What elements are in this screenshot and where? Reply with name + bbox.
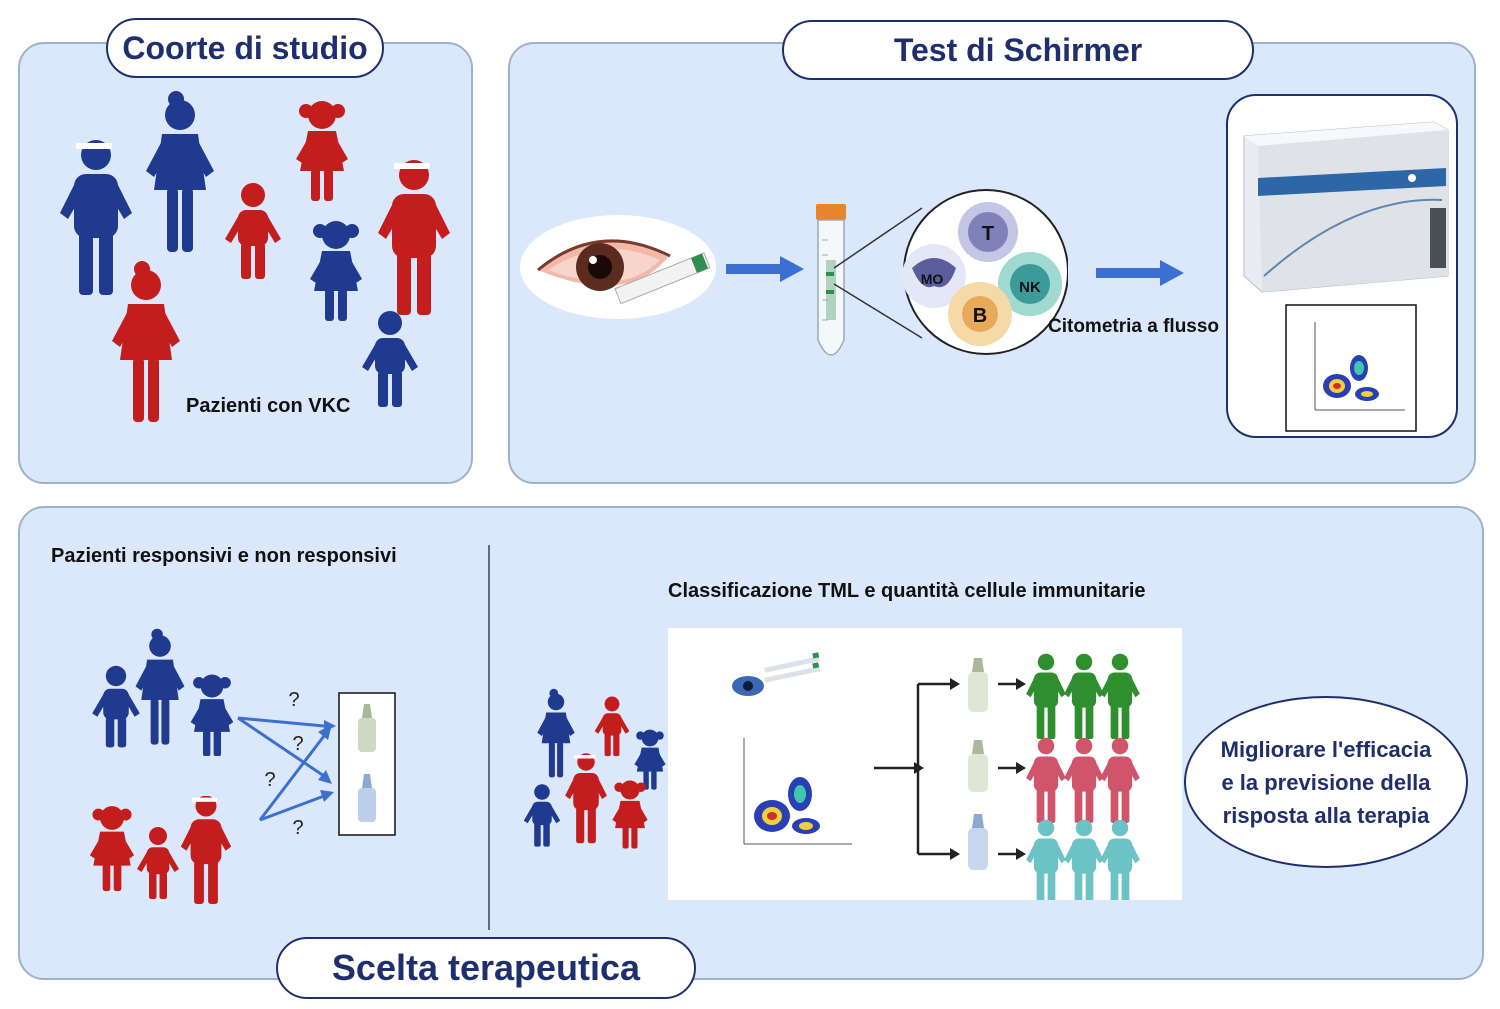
- question-mark-1: ?: [288, 689, 299, 711]
- person-man-cap: [60, 140, 132, 295]
- cell-nk: NK: [998, 252, 1062, 316]
- schirmer-strip: [614, 252, 711, 305]
- question-mark-3: ?: [264, 769, 275, 791]
- goal-line-2: e la previsione della: [1221, 769, 1431, 795]
- non-responders-group: [89, 796, 232, 904]
- cohort-people: [60, 91, 450, 422]
- person-girl-blue: [310, 221, 362, 321]
- therapy-divider: [488, 545, 490, 930]
- person-woman-red: [112, 261, 180, 422]
- cell-b-label: B: [973, 305, 987, 327]
- eye-drop-bottle-blue: [358, 774, 376, 822]
- question-mark-2: ?: [292, 733, 303, 755]
- person-woman: [146, 91, 214, 252]
- therapy-middle-heading: Classificazione TML e quantità cellule i…: [668, 580, 1146, 602]
- eye-illustration: [520, 215, 716, 319]
- goal-line-1: Migliorare l'efficacia: [1220, 736, 1432, 762]
- person-child: [225, 183, 281, 279]
- arrow-cells-to-cytometer: [1096, 260, 1184, 286]
- schirmer-title-text: Test di Schirmer: [893, 31, 1143, 68]
- therapy-title: Scelta terapeutica: [276, 937, 696, 999]
- workflow-bottle-1: [968, 658, 988, 712]
- other-response-group: [1026, 819, 1140, 900]
- cell-t-label: T: [982, 223, 994, 245]
- goal-line-3: risposta alla terapia: [1222, 802, 1430, 828]
- schirmer-title: Test di Schirmer: [782, 20, 1254, 80]
- workflow-bottle-3: [968, 814, 988, 870]
- therapy-title-text: Scelta terapeutica: [331, 947, 641, 988]
- cell-nk-label: NK: [1019, 279, 1041, 296]
- person-boy-blue: [362, 311, 418, 407]
- branching-arrows: [874, 678, 1026, 860]
- therapy-left-heading: Pazienti responsivi e non responsivi: [51, 545, 397, 567]
- classification-workflow: [732, 652, 1140, 900]
- responders-group: [92, 628, 234, 756]
- flow-cytometry-plot-top: [1285, 304, 1417, 432]
- arrow-eye-to-tube: [726, 256, 804, 282]
- workflow-bottle-2: [968, 740, 988, 792]
- cell-mo: MO: [902, 244, 966, 308]
- uncertain-arrows: ? ? ? ?: [237, 689, 336, 839]
- cohort-title-text: Coorte di studio: [122, 29, 368, 66]
- eye-drop-bottle-green: [358, 704, 376, 752]
- cell-t: T: [958, 202, 1018, 262]
- cell-zoom: T NK MO B: [833, 189, 1068, 355]
- mixed-patients-group: [523, 688, 666, 849]
- flow-cytometry-plot-bottom: [743, 738, 852, 845]
- flow-cytometry-label: Citometria a flusso: [1048, 316, 1220, 337]
- person-man-red: [378, 160, 450, 315]
- flow-cytometer-machine: [1243, 121, 1449, 293]
- cohort-title: Coorte di studio: [106, 18, 384, 78]
- cell-b: B: [948, 282, 1012, 346]
- cell-mo-label: MO: [921, 271, 944, 287]
- sample-tube: [816, 204, 846, 356]
- eye-drops-box: [338, 692, 396, 836]
- small-eye-strip-icon: [732, 652, 821, 696]
- question-mark-4: ?: [292, 817, 303, 839]
- goal-bubble: Migliorare l'efficacia e la previsione d…: [1184, 696, 1468, 868]
- person-girl: [296, 101, 348, 201]
- partial-response-group: [1026, 737, 1140, 823]
- cohort-patients-label: Pazienti con VKC: [186, 395, 351, 417]
- good-response-group: [1026, 653, 1140, 739]
